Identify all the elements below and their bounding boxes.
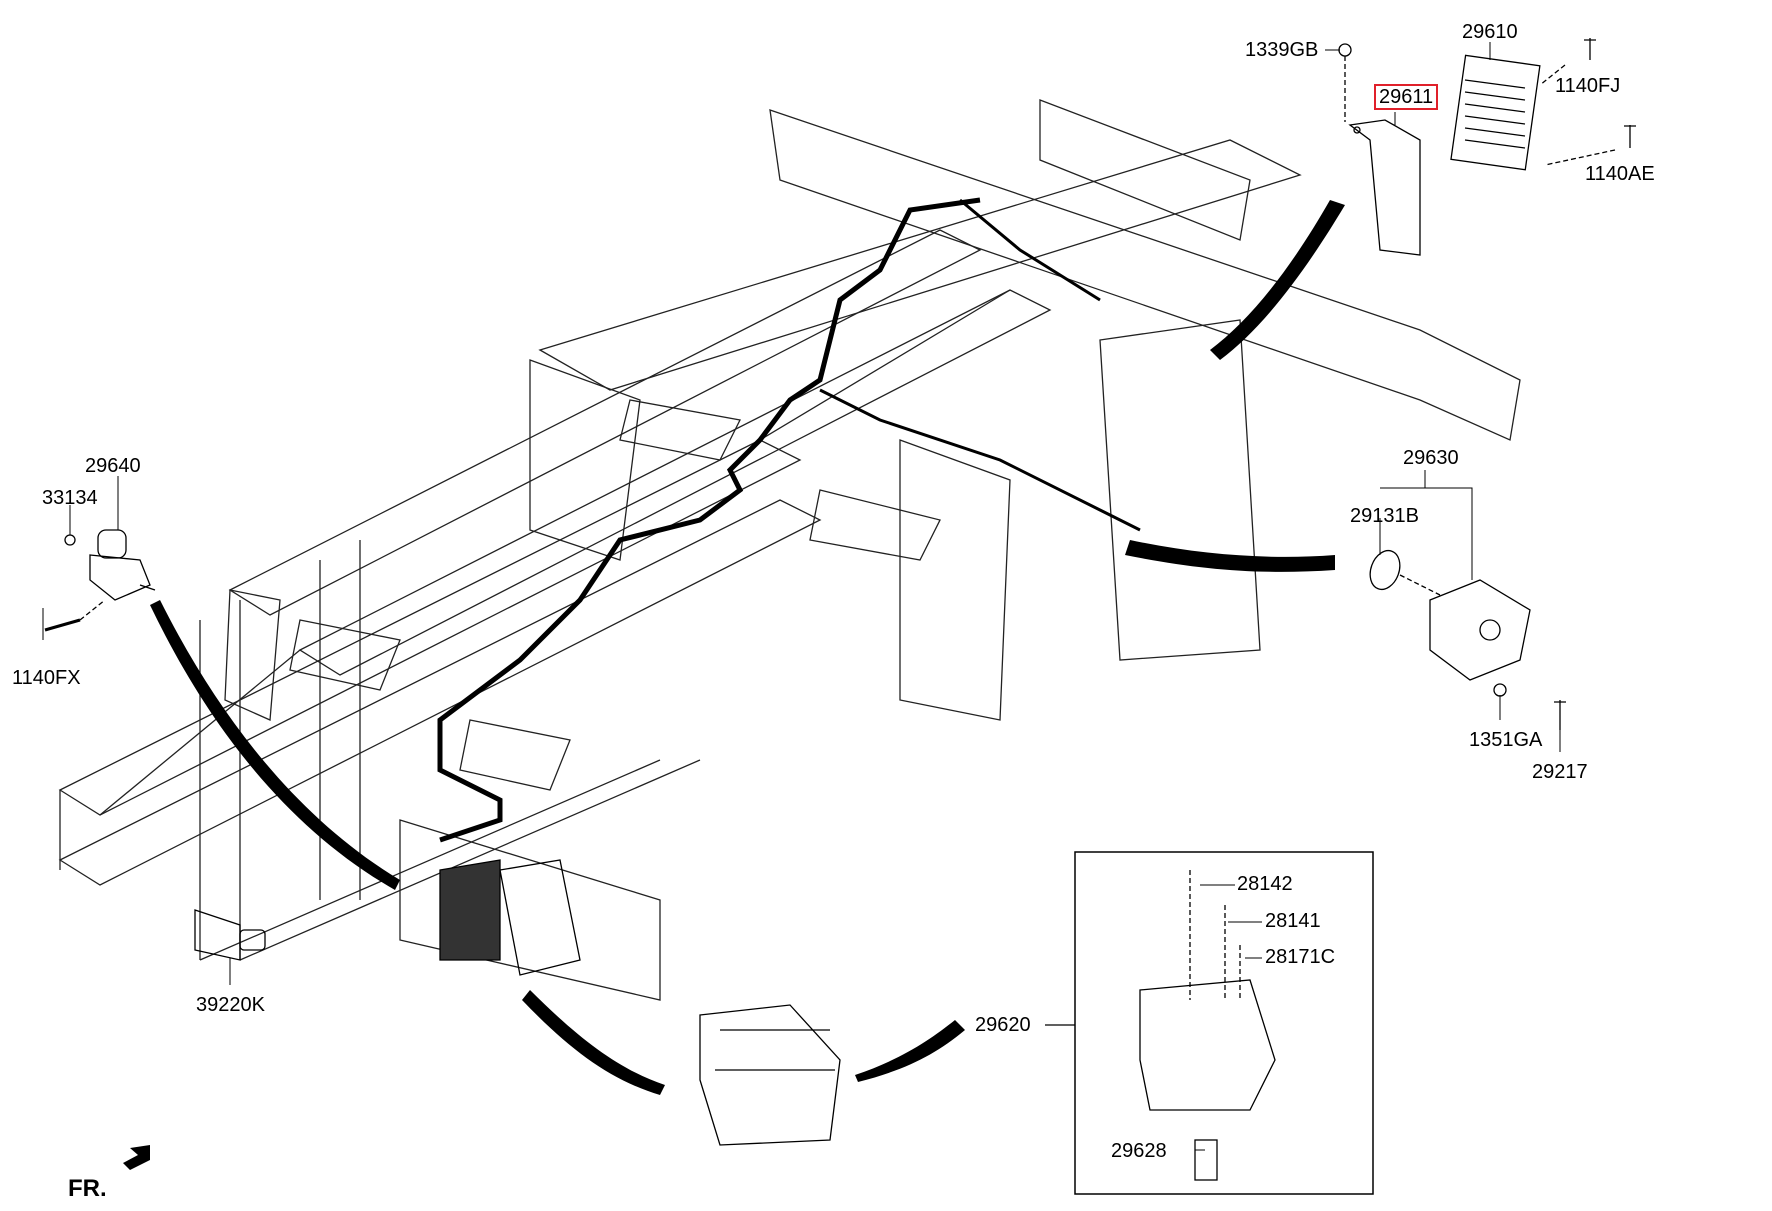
part-label-29630[interactable]: 29630: [1403, 447, 1459, 469]
part-label-29131B[interactable]: 29131B: [1350, 505, 1419, 527]
part-label-1140FJ[interactable]: 1140FJ: [1555, 75, 1621, 97]
part-label-29628[interactable]: 29628: [1111, 1140, 1167, 1162]
urea-tank: [439, 859, 581, 976]
part-label-29611[interactable]: 29611: [1374, 84, 1439, 110]
part-label-29620[interactable]: 29620: [975, 1014, 1031, 1036]
part-label-29217[interactable]: 29217: [1532, 761, 1588, 783]
callout-ribbons: [150, 200, 1345, 1095]
sensor-39220K: [194, 909, 266, 961]
valve-29640: [44, 529, 156, 632]
part-label-33134[interactable]: 33134: [42, 487, 98, 509]
part-label-29640[interactable]: 29640: [85, 455, 141, 477]
part-label-28142[interactable]: 28142: [1237, 873, 1293, 895]
part-label-1140FX[interactable]: 1140FX: [12, 667, 81, 689]
part-label-1351GA[interactable]: 1351GA: [1469, 729, 1543, 751]
bracket: [1348, 119, 1421, 256]
part-label-28171C[interactable]: 28171C: [1265, 946, 1336, 968]
part-label-29610[interactable]: 29610: [1462, 21, 1518, 43]
part-label-1339GB[interactable]: 1339GB: [1245, 39, 1319, 61]
dosing-module: [699, 1004, 841, 1146]
chassis-frame: [58, 99, 1521, 1001]
part-label-1140AE[interactable]: 1140AE: [1585, 163, 1655, 185]
front-arrow-icon: [123, 1145, 150, 1170]
part-label-28141[interactable]: 28141: [1265, 910, 1321, 932]
part-label-39220K[interactable]: 39220K: [196, 994, 265, 1016]
leader-lines: [42, 42, 1561, 1151]
pump-29630: [1369, 549, 1566, 730]
front-direction-label: FR.: [68, 1175, 107, 1202]
wiring-harness: [437, 197, 1141, 843]
fasteners: [1338, 38, 1636, 166]
detail-box: [1045, 851, 1374, 1195]
ecu-module: [1450, 54, 1541, 171]
